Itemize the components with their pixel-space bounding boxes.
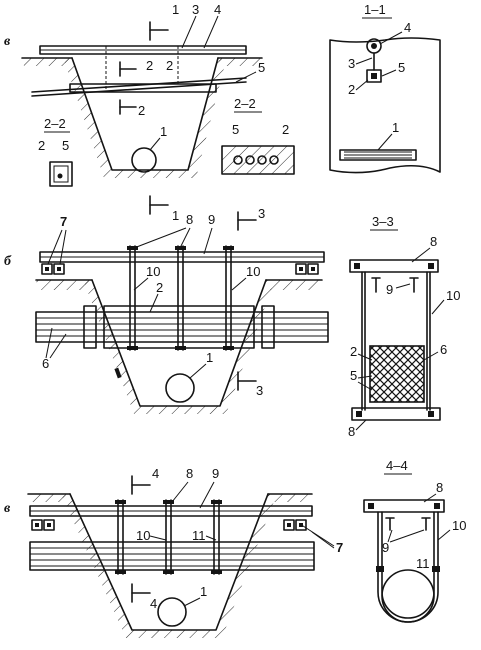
panel-b-trench xyxy=(84,279,274,414)
label-3-b-top: 3 xyxy=(258,206,265,221)
label-9-s33: 9 xyxy=(386,282,393,297)
label-11-c: 11 xyxy=(192,528,206,543)
label-8-c: 8 xyxy=(186,466,193,481)
panel-a-beam xyxy=(39,45,247,55)
label-8-s33-top: 8 xyxy=(430,234,437,249)
label-10-s33: 10 xyxy=(446,288,460,303)
panel-c-trench xyxy=(62,493,276,638)
label-2-s11: 2 xyxy=(348,82,355,97)
panel-a-pipe xyxy=(131,147,157,173)
label-8-s33-bottom: 8 xyxy=(348,424,355,439)
panel-b-bundle-6 xyxy=(35,305,329,349)
panel-c-letter: в xyxy=(4,501,11,516)
panel-b-letter: б xyxy=(4,254,12,269)
label-2-a2: 2 xyxy=(166,58,173,73)
label-10-c: 10 xyxy=(136,528,150,543)
label-8-s44: 8 xyxy=(436,480,443,495)
label-5-s22l: 5 xyxy=(62,138,69,153)
panel-a: в xyxy=(4,2,295,223)
label-9-b: 9 xyxy=(208,212,215,227)
label-3-top: 3 xyxy=(192,2,199,17)
panel-a-ground xyxy=(21,57,263,66)
section-3-3-title: 3–3 xyxy=(372,214,394,229)
panel-b-section-marks xyxy=(237,211,257,391)
panel-a-trench xyxy=(64,57,226,178)
panel-c-section-marks xyxy=(131,475,151,603)
label-7-b: 7 xyxy=(60,214,67,229)
section-2-2-left-box xyxy=(49,161,73,187)
label-1-b: 1 xyxy=(206,350,213,365)
label-1-a: 1 xyxy=(160,124,167,139)
label-4-c-top: 4 xyxy=(152,466,159,481)
label-11-s44: 11 xyxy=(416,556,430,571)
label-4-c-bottom: 4 xyxy=(150,596,157,611)
section-2-2-right-rods xyxy=(233,155,279,165)
label-2-b: 2 xyxy=(156,280,163,295)
section-1-1-title: 1–1 xyxy=(364,2,386,17)
label-5-a: 5 xyxy=(258,60,265,75)
panel-c-pipe xyxy=(157,597,187,627)
label-9-c: 9 xyxy=(212,466,219,481)
label-1-bottom: 1 xyxy=(172,208,179,223)
label-3-b-bottom: 3 xyxy=(256,383,263,398)
section-1-1: 1–1 4 3 5 2 1 xyxy=(329,2,441,174)
label-2-s33: 2 xyxy=(350,344,357,359)
label-4-top: 4 xyxy=(214,2,221,17)
label-8-b: 8 xyxy=(186,212,193,227)
label-10-s44: 10 xyxy=(452,518,466,533)
label-1-s11: 1 xyxy=(392,120,399,135)
label-1-top: 1 xyxy=(172,2,179,17)
panel-c-ground xyxy=(27,493,313,502)
label-6-s33: 6 xyxy=(440,342,447,357)
label-9-s44: 9 xyxy=(382,540,389,555)
label-4-s11: 4 xyxy=(404,20,411,35)
label-6-b: 6 xyxy=(42,356,49,371)
panel-a-letter: в xyxy=(4,34,11,49)
panel-b-sleepers-7 xyxy=(41,263,319,275)
section-2-2-left-title: 2–2 xyxy=(44,116,66,131)
label-1-c: 1 xyxy=(200,584,207,599)
label-10-b-left: 10 xyxy=(146,264,160,279)
panel-b: б xyxy=(4,206,329,414)
panel-c-bundle xyxy=(29,541,315,571)
panel-c-rods xyxy=(115,499,222,575)
panel-a-hangers xyxy=(69,46,217,93)
section-4-4-title: 4–4 xyxy=(386,458,408,473)
label-2-a1: 2 xyxy=(146,58,153,73)
panel-c: в xyxy=(4,466,343,638)
section-4-4: 4–4 8 9 10 11 xyxy=(363,458,466,623)
label-2-s22r: 2 xyxy=(282,122,289,137)
label-5-s22r: 5 xyxy=(232,122,239,137)
label-5-s33: 5 xyxy=(350,368,357,383)
panel-b-beam-9 xyxy=(39,251,325,263)
label-5-s11: 5 xyxy=(398,60,405,75)
label-3-s11: 3 xyxy=(348,56,355,71)
section-3-3: 3–3 8 9 10 2 6 5 8 xyxy=(348,214,460,439)
label-2-a3: 2 xyxy=(138,103,145,118)
label-10-b-right: 10 xyxy=(246,264,260,279)
section-2-2-right-title: 2–2 xyxy=(234,96,256,111)
panel-a-section-marks xyxy=(119,21,169,215)
panel-b-pipe xyxy=(165,373,195,403)
label-2-s22l: 2 xyxy=(38,138,45,153)
panel-b-ground xyxy=(35,279,323,290)
panel-b-rods-10 xyxy=(127,245,234,351)
label-7-c: 7 xyxy=(336,540,343,555)
